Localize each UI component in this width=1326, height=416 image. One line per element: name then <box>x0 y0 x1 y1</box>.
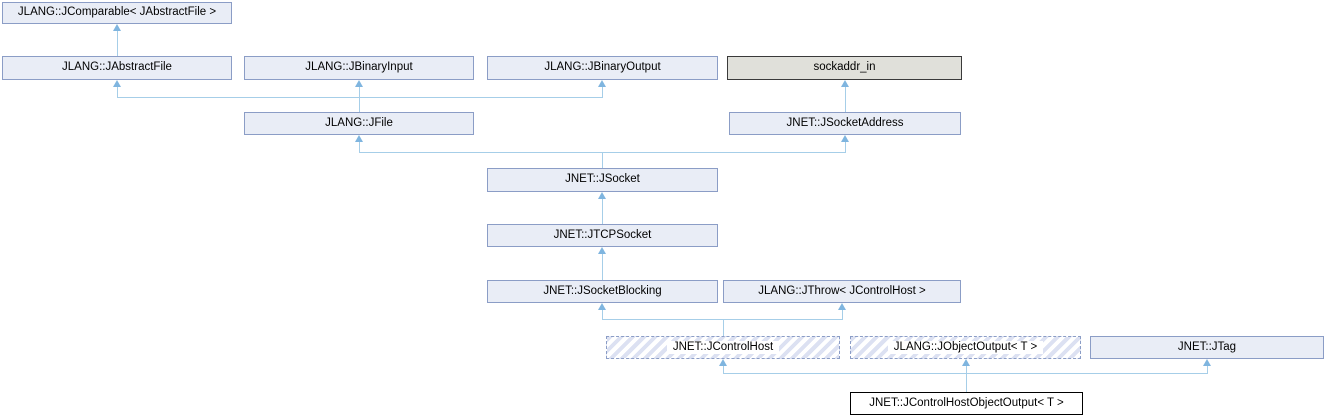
class-node-jtag[interactable]: JNET::JTag <box>1090 336 1324 359</box>
inheritance-arrow <box>962 359 970 366</box>
inheritance-edge <box>602 87 603 97</box>
inheritance-arrow <box>113 24 121 31</box>
inheritance-arrow <box>841 80 849 87</box>
inheritance-edge <box>1207 366 1208 373</box>
inheritance-edge <box>117 31 118 56</box>
class-node-jcontrolhost[interactable]: JNET::JControlHost <box>606 336 840 359</box>
class-node-jbinaryinput[interactable]: JLANG::JBinaryInput <box>244 56 474 80</box>
class-node-jobjectoutput[interactable]: JLANG::JObjectOutput< T > <box>850 336 1081 359</box>
class-node-label: JNET::JSocketAddress <box>786 116 904 129</box>
class-node-jsocketblocking[interactable]: JNET::JSocketBlocking <box>487 280 718 303</box>
class-node-label: JLANG::JFile <box>325 116 393 129</box>
inheritance-edge <box>845 87 846 112</box>
class-node-label: JNET::JTCPSocket <box>553 228 652 241</box>
class-node-label: JLANG::JAbstractFile <box>62 61 172 74</box>
inheritance-arrow <box>1203 359 1211 366</box>
inheritance-arrow <box>598 303 606 310</box>
inheritance-edge <box>359 87 360 112</box>
class-node-sockaddr-in: sockaddr_in <box>727 56 962 80</box>
inheritance-arrow <box>719 359 727 366</box>
inheritance-arrow <box>355 135 363 142</box>
class-node-jbinaryoutput[interactable]: JLANG::JBinaryOutput <box>487 56 718 80</box>
inheritance-edge <box>723 366 724 373</box>
inheritance-arrow <box>841 135 849 142</box>
inheritance-arrow <box>355 80 363 87</box>
inheritance-arrow <box>598 247 606 254</box>
inheritance-edge <box>842 310 843 319</box>
class-node-label: JNET::JControlHost <box>666 340 780 355</box>
inheritance-arrow <box>113 80 121 87</box>
inheritance-edge <box>602 199 603 224</box>
inheritance-edge <box>723 319 724 336</box>
class-node-jtcpsocket[interactable]: JNET::JTCPSocket <box>487 224 718 247</box>
inheritance-edge <box>359 142 360 152</box>
inheritance-edge <box>966 366 967 392</box>
inheritance-edge <box>602 254 603 280</box>
inheritance-edge <box>845 142 846 152</box>
inheritance-arrow <box>598 192 606 199</box>
class-node-label: JLANG::JComparable< JAbstractFile > <box>17 6 217 19</box>
inheritance-edge <box>117 97 603 98</box>
class-node-label: JNET::JSocketBlocking <box>543 284 662 297</box>
class-node-jthrow[interactable]: JLANG::JThrow< JControlHost > <box>723 280 961 303</box>
class-node-jcontrolhostobjectoutput: JNET::JControlHostObjectOutput< T > <box>850 392 1083 415</box>
inheritance-edge <box>602 310 603 319</box>
inheritance-edge <box>723 373 1208 374</box>
inheritance-edge <box>602 152 603 168</box>
class-node-label: JNET::JSocket <box>565 173 640 186</box>
inheritance-arrow <box>838 303 846 310</box>
inheritance-edge <box>602 319 843 320</box>
class-node-label: JLANG::JBinaryOutput <box>544 61 661 74</box>
class-node-jsocket[interactable]: JNET::JSocket <box>487 168 718 192</box>
class-node-label: sockaddr_in <box>813 61 876 74</box>
class-node-label: JLANG::JBinaryInput <box>305 61 413 74</box>
class-node-jfile[interactable]: JLANG::JFile <box>244 112 474 135</box>
class-node-jabstractfile[interactable]: JLANG::JAbstractFile <box>2 56 232 80</box>
class-node-label: JLANG::JObjectOutput< T > <box>887 340 1044 355</box>
class-node-label: JNET::JControlHostObjectOutput< T > <box>869 396 1064 409</box>
class-node-jsocketaddress[interactable]: JNET::JSocketAddress <box>729 112 961 135</box>
inheritance-edge <box>117 87 118 97</box>
inheritance-edge <box>359 152 846 153</box>
class-node-jcomparable[interactable]: JLANG::JComparable< JAbstractFile > <box>2 2 232 24</box>
class-node-label: JNET::JTag <box>1177 340 1237 353</box>
inheritance-arrow <box>598 80 606 87</box>
class-node-label: JLANG::JThrow< JControlHost > <box>758 284 926 297</box>
